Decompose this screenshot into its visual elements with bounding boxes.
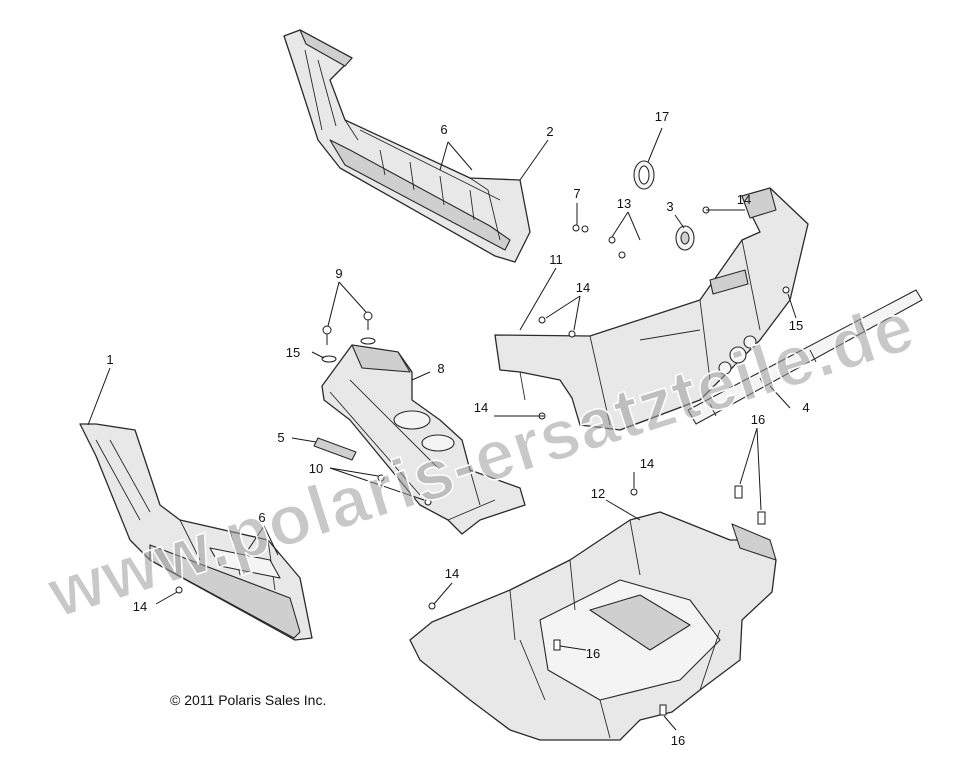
part-4-seal-strip bbox=[687, 289, 923, 425]
callout-9: 9 bbox=[335, 266, 342, 281]
callout-4: 4 bbox=[802, 400, 809, 415]
callout-15-right: 15 bbox=[789, 318, 803, 333]
leader-lines bbox=[87, 127, 797, 731]
callout-14-bulkhead: 14 bbox=[737, 192, 751, 207]
part-12-floor-pan bbox=[409, 511, 777, 741]
callout-14-left: 14 bbox=[133, 599, 147, 614]
callout-6-upper: 6 bbox=[440, 122, 447, 137]
part-1-rocker-panel-left bbox=[79, 423, 313, 641]
callout-14-upper: 14 bbox=[576, 280, 590, 295]
callout-16-lower: 16 bbox=[671, 733, 685, 748]
part-8-center-console bbox=[321, 344, 526, 535]
callout-7: 7 bbox=[573, 186, 580, 201]
callout-15-left: 15 bbox=[286, 345, 300, 360]
callout-5: 5 bbox=[277, 430, 284, 445]
callout-16-upper: 16 bbox=[751, 412, 765, 427]
callout-17: 17 bbox=[655, 109, 669, 124]
callout-10: 10 bbox=[309, 461, 323, 476]
callout-8: 8 bbox=[437, 361, 444, 376]
callout-14-console: 14 bbox=[474, 400, 488, 415]
callout-11: 11 bbox=[549, 252, 563, 267]
watermark-text: www.polaris-ersatzteile.de bbox=[38, 287, 923, 633]
copyright-notice: © 2011 Polaris Sales Inc. bbox=[170, 692, 327, 708]
callout-6-lower: 6 bbox=[258, 510, 265, 525]
part-5-console-insert bbox=[313, 437, 357, 461]
part-3-plug bbox=[675, 225, 695, 251]
callout-14-tub: 14 bbox=[445, 566, 459, 581]
callout-3: 3 bbox=[666, 199, 673, 214]
part-17-clamp bbox=[633, 160, 655, 190]
callout-13: 13 bbox=[617, 196, 631, 211]
callout-12: 12 bbox=[591, 486, 605, 501]
callout-14-floor: 14 bbox=[640, 456, 654, 471]
callout-2: 2 bbox=[546, 124, 553, 139]
part-11-rear-bulkhead bbox=[494, 187, 809, 431]
callouts: 1 2 3 4 5 6 6 7 8 9 10 11 12 13 14 14 14… bbox=[106, 109, 809, 748]
callout-1: 1 bbox=[106, 352, 113, 367]
callout-16-middle: 16 bbox=[586, 646, 600, 661]
part-2-rocker-panel-right bbox=[283, 29, 531, 263]
